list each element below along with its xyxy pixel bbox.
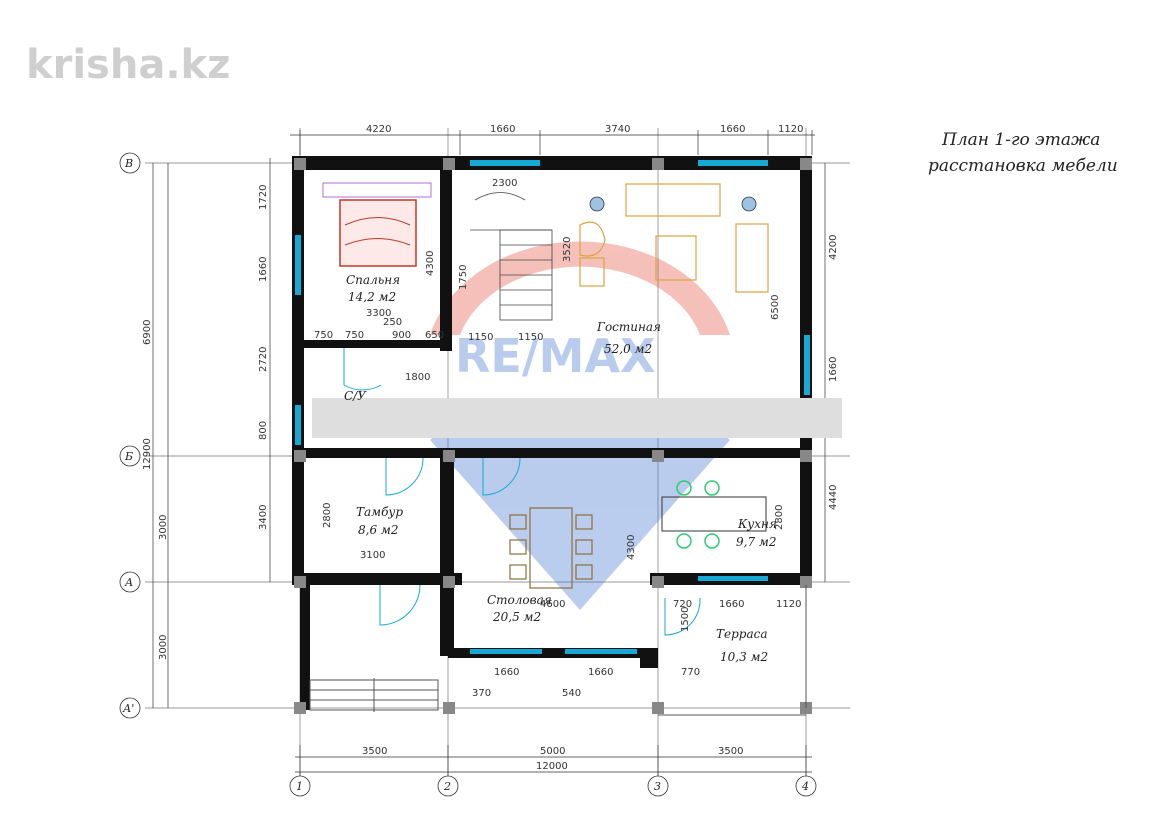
bedroom-area: 14,2 м2: [348, 290, 396, 304]
dim-left-outer-0: 6900: [142, 320, 153, 345]
plan-title-line1: План 1-го этажа: [942, 130, 1101, 150]
bathroom-name: С/У: [344, 389, 367, 403]
plan-title-line2: расстановка мебели: [928, 156, 1118, 176]
dim-right-4: 2800: [774, 505, 785, 530]
terrace-outline: [309, 585, 807, 716]
terrace-area: 10,3 м2: [720, 650, 768, 664]
dim-4600: 4600: [540, 599, 565, 610]
dim-3300: 3300: [366, 308, 391, 319]
dim-770: 770: [681, 667, 700, 678]
dim-3100: 3100: [360, 550, 385, 561]
dining-area: 20,5 м2: [492, 610, 541, 624]
axis-col-2: 3: [654, 780, 661, 793]
doors: [343, 348, 701, 636]
kitchen-furniture: [661, 480, 767, 549]
columns: [294, 158, 812, 714]
dim-540: 540: [562, 688, 581, 699]
living-name: Гостиная: [596, 320, 661, 334]
dim-1750: 1750: [458, 265, 469, 290]
dim-2300: 2300: [492, 178, 517, 189]
dim-left-inner-2: 2720: [258, 347, 269, 372]
axis-col-3: 4: [801, 780, 809, 793]
living-area: 52,0 м2: [604, 342, 652, 356]
dim-left-inner-4: 3400: [258, 505, 269, 530]
dim-left-outer-3: 3000: [158, 635, 169, 660]
dining-furniture: [509, 507, 593, 589]
dim-top-2: 3740: [605, 124, 630, 135]
dim-left-outer-2: 3000: [158, 515, 169, 540]
axis-row-3: А': [122, 702, 134, 715]
dim-1660t: 1660: [719, 599, 744, 610]
axis-bubbles: [119, 152, 817, 797]
dim-3520: 3520: [562, 237, 573, 262]
living-furniture: [579, 183, 769, 293]
bedroom-name: Спальня: [346, 273, 400, 287]
axis-row-0: В: [124, 157, 133, 170]
dim-left-outer-1: 12900: [142, 438, 153, 470]
room-labels: Спальня 14,2 м2 Гостиная 52,0 м2 Тамбур …: [344, 273, 777, 664]
dim-1660d1: 1660: [494, 667, 519, 678]
dimension-labels-right: 4200 6500 1660 4440 2800: [770, 235, 839, 530]
dim-top-0: 4220: [366, 124, 391, 135]
dim-left-inner-1: 1660: [258, 257, 269, 282]
kitchen-name: Кухня: [737, 517, 777, 531]
dim-1660d2: 1660: [588, 667, 613, 678]
dimension-labels-bottom: 3500 5000 3500 12000: [362, 746, 743, 772]
dim-1150b: 1150: [518, 332, 543, 343]
lamps: [589, 196, 757, 212]
dimension-lines-top: [290, 130, 815, 155]
dim-2800a: 2800: [322, 503, 333, 528]
tambour-area: 8,6 м2: [358, 523, 398, 537]
dim-1500: 1500: [680, 607, 691, 632]
axis-labels: В Б А А' 1 2 3 4: [122, 157, 809, 793]
axis-row-1: Б: [124, 450, 133, 463]
dim-720: 720: [673, 599, 692, 610]
bed-icon: [322, 182, 432, 267]
dimension-lines-left: [152, 158, 271, 708]
dim-750b: 750: [345, 330, 364, 341]
dim-top-3: 1660: [720, 124, 745, 135]
axis-col-0: 1: [296, 780, 303, 793]
dim-right-3: 4440: [828, 485, 839, 510]
dining-name: Столовая: [487, 593, 552, 607]
interior-dimensions: 2300 3520 1750 4300 3300 250 750 750 900…: [314, 178, 801, 699]
krisha-logo: krisha.kz: [26, 42, 231, 88]
dim-left-inner-0: 1720: [258, 185, 269, 210]
dim-bottom-0: 3500: [362, 746, 387, 757]
tambour-name: Тамбур: [356, 505, 403, 519]
remax-text: RE/MAX: [455, 329, 656, 383]
dimension-lines-bottom: [295, 745, 812, 778]
dim-370: 370: [472, 688, 491, 699]
dim-right-1: 6500: [770, 295, 781, 320]
dim-bottom-total: 12000: [536, 761, 568, 772]
dimension-labels-left: 6900 12900 3000 3000 1720 1660 2720 800 …: [142, 185, 269, 660]
dim-1150a: 1150: [468, 332, 493, 343]
dim-4300a: 4300: [425, 251, 436, 276]
dim-4300b: 4300: [626, 535, 637, 560]
dim-bottom-2: 3500: [718, 746, 743, 757]
blur-strip: [312, 398, 842, 438]
windows: [295, 160, 810, 654]
dim-250: 250: [383, 317, 402, 328]
stairs: [470, 192, 553, 321]
dim-right-2: 1660: [828, 357, 839, 382]
axis-row-2: А: [124, 576, 133, 589]
dim-left-inner-3: 800: [258, 421, 269, 440]
dim-right-0: 4200: [828, 235, 839, 260]
dim-900: 900: [392, 330, 411, 341]
kitchen-area: 9,7 м2: [736, 535, 776, 549]
axis-col-1: 2: [443, 780, 451, 793]
dim-750a: 750: [314, 330, 333, 341]
dim-bottom-1: 5000: [540, 746, 565, 757]
dim-top-1: 1660: [490, 124, 515, 135]
dim-1120t: 1120: [776, 599, 801, 610]
dim-top-4: 1120: [778, 124, 803, 135]
terrace-name: Терраса: [716, 627, 768, 641]
dimension-labels-top: 4220 1660 3740 1660 1120: [366, 124, 803, 135]
dim-1800: 1800: [405, 372, 430, 383]
dim-650: 650: [425, 330, 444, 341]
